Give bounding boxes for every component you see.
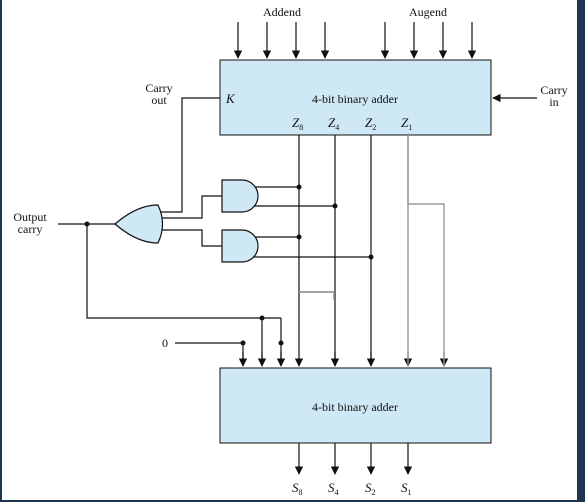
s2-label: S2 xyxy=(365,480,376,497)
bottom-adder-label: 4-bit binary adder xyxy=(312,400,398,414)
and-gate-2 xyxy=(221,229,259,263)
addend-input-arrows xyxy=(233,22,330,59)
diagram-sheet: 4-bit binary adder K Z8 Z4 Z2 Z1 Addend … xyxy=(2,0,577,500)
output-carry-label-1: Output xyxy=(13,210,47,224)
top-adder-label: 4-bit binary adder xyxy=(312,92,398,106)
bcd-adder-diagram: 4-bit binary adder K Z8 Z4 Z2 Z1 Addend … xyxy=(13,5,567,497)
s8-label: S8 xyxy=(292,480,303,497)
s1-label: S1 xyxy=(401,480,412,497)
and-gate-1 xyxy=(221,179,259,213)
augend-input-arrows xyxy=(380,22,477,59)
augend-label: Augend xyxy=(409,5,447,19)
carry-out-label-1: Carry xyxy=(145,81,172,95)
junction-dots xyxy=(84,184,374,346)
carry-out-label-2: out xyxy=(151,93,167,107)
output-carry-label-2: carry xyxy=(18,222,43,236)
top-adder-block xyxy=(219,59,492,136)
z1-wires xyxy=(407,135,445,366)
logic-wires xyxy=(58,97,372,366)
z1-label: Z1 xyxy=(401,115,412,132)
addend-label: Addend xyxy=(263,5,301,19)
bottom-adder-block xyxy=(219,367,492,444)
carry-in-label-1: Carry xyxy=(540,83,567,97)
k-label: K xyxy=(225,91,236,106)
s4-label: S4 xyxy=(328,480,339,497)
z2-label: Z2 xyxy=(365,115,376,132)
carry-in-label-2: in xyxy=(549,95,558,109)
z4-label: Z4 xyxy=(328,115,339,132)
grey-bypass-wires xyxy=(299,135,409,366)
sum-output-arrows xyxy=(294,443,413,475)
zero-input-label: 0 xyxy=(162,336,168,350)
or-gate xyxy=(114,204,164,244)
z8-label: Z8 xyxy=(292,115,303,132)
bottom-input-arrows xyxy=(238,352,449,367)
